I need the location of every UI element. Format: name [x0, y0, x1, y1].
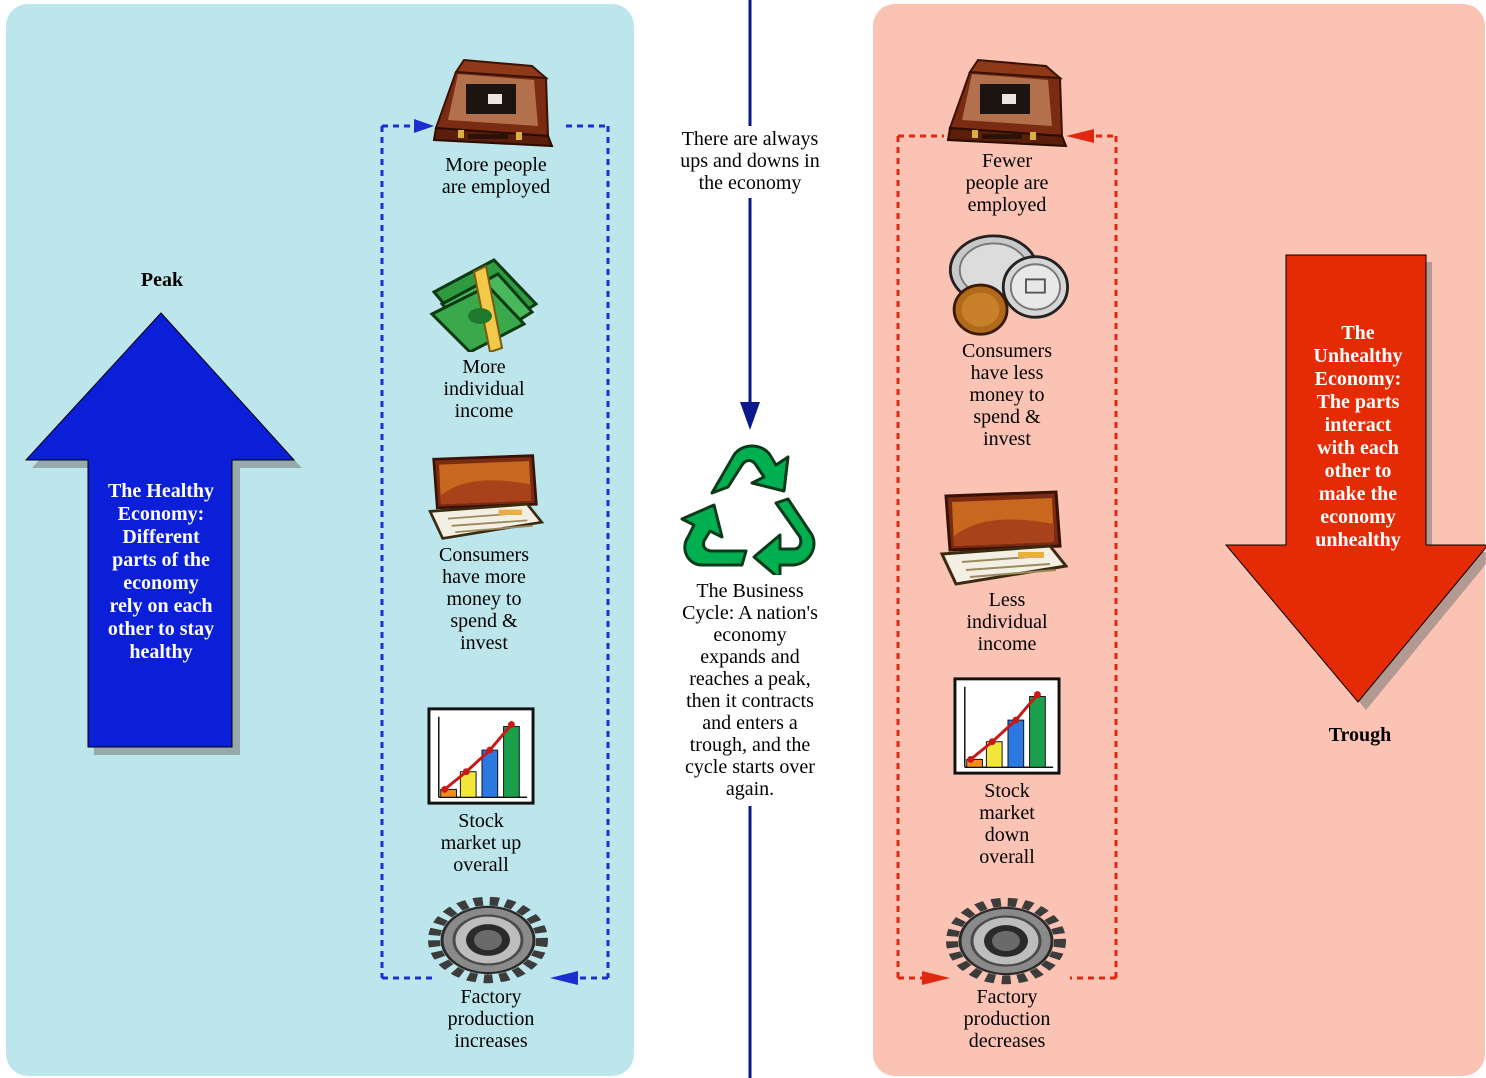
unhealthy-economy-arrow: [1224, 254, 1486, 703]
checkbook-icon: [428, 454, 544, 540]
item-label-employment-down: Fewer people are employed: [965, 150, 1049, 216]
item-label-production-down: Factory production decreases: [963, 986, 1051, 1052]
recycle-icon: [680, 444, 816, 575]
item-label-income-up: More individual income: [443, 356, 525, 422]
unhealthy-loop-arrowhead-bottom: [922, 971, 950, 985]
item-label-production-up: Factory production increases: [447, 986, 535, 1052]
healthy-economy-arrow: [24, 312, 296, 748]
unhealthy-loop-arrowhead-top: [1066, 129, 1094, 143]
healthy-loop-arrowhead-top: [414, 119, 434, 133]
gear-icon: [952, 902, 1060, 980]
checkbook-icon: [940, 490, 1068, 586]
center-line-arrowhead: [740, 402, 760, 430]
business-cycle-intro: There are always ups and downs in the ec…: [680, 128, 820, 194]
coins-icon: [948, 234, 1070, 336]
item-label-stock-down: Stock market down overall: [979, 780, 1035, 868]
gear-icon: [434, 901, 542, 979]
item-label-consumers-less: Consumers have less money to spend & inv…: [962, 340, 1052, 450]
unhealthy-economy-text: The Unhealthy Economy: The parts interac…: [1313, 322, 1403, 551]
stock-chart-icon: [953, 677, 1061, 775]
healthy-cycle-loop: [380, 124, 610, 980]
peak-label: Peak: [140, 269, 184, 291]
item-label-consumers-more: Consumers have more money to spend & inv…: [439, 544, 529, 654]
item-label-employment-up: More people are employed: [441, 154, 551, 198]
item-label-stock-up: Stock market up overall: [440, 810, 522, 876]
trough-label: Trough: [1328, 724, 1392, 746]
briefcase-icon: [433, 59, 553, 147]
unhealthy-cycle-loop: [896, 134, 1118, 980]
stock-chart-icon: [427, 707, 535, 805]
business-cycle-definition: The Business Cycle: A nation's economy e…: [682, 580, 818, 800]
item-label-income-down: Less individual income: [966, 589, 1048, 655]
briefcase-icon: [947, 59, 1067, 147]
healthy-loop-arrowhead-bottom: [550, 971, 578, 985]
healthy-economy-text: The Healthy Economy: Different parts of …: [107, 480, 215, 663]
money-icon: [430, 258, 538, 352]
